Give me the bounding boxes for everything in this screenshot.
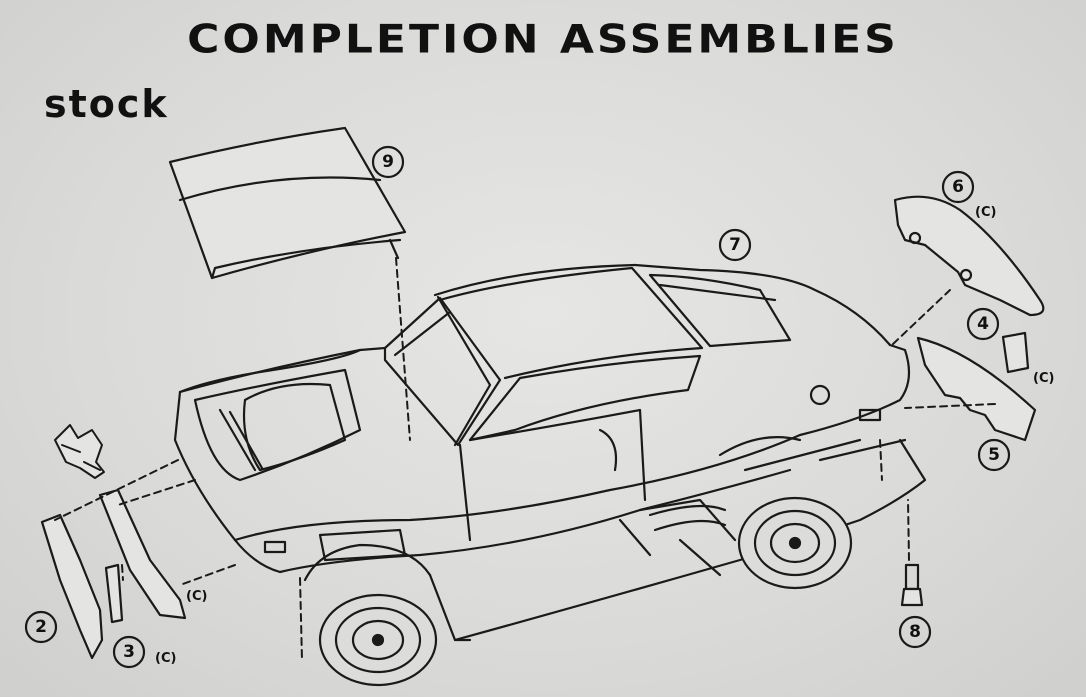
callout-9: 9 <box>382 152 394 172</box>
pointing-hand-icon <box>54 424 105 479</box>
callout-3-suffix: (C) <box>155 651 176 666</box>
callout-4: 4 <box>977 314 989 334</box>
callout-7: 7 <box>729 235 741 255</box>
callout-6-suffix: (C) <box>975 205 996 220</box>
page-title: COMPLETION ASSEMBLIES <box>187 16 899 63</box>
rear-bumper-part <box>40 513 104 660</box>
callout-4-suffix: (C) <box>1033 371 1054 386</box>
rear-wheel <box>318 593 438 687</box>
car-body <box>173 263 927 642</box>
callout-5: 5 <box>988 445 1000 465</box>
rear-valance-part <box>98 488 187 620</box>
callout-2: 2 <box>35 617 47 637</box>
assembly-arrows <box>54 257 996 661</box>
part-4 <box>1001 331 1030 374</box>
callout-circles <box>24 145 1011 669</box>
callout-8: 8 <box>909 622 921 642</box>
page-subtitle: stock <box>44 82 169 126</box>
hood-part <box>168 126 407 280</box>
callout-3: 3 <box>123 642 135 662</box>
front-bumper-part <box>893 195 1045 317</box>
screw-part <box>900 563 924 607</box>
front-wheel <box>737 496 853 590</box>
callout-6: 6 <box>952 177 964 197</box>
rear-valance-small-part <box>104 563 124 624</box>
part-c-label: (C) <box>186 589 207 604</box>
